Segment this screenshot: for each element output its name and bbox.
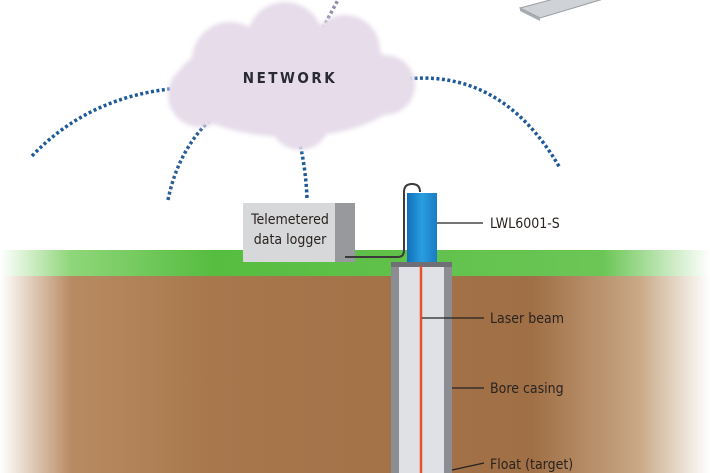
callout-laser-beam: Laser beam — [490, 311, 564, 327]
logger-label-line-2: data logger — [254, 232, 327, 248]
logger-label-line-1: Telemetered — [250, 212, 329, 228]
data-logger: Telemetered data logger — [243, 203, 355, 262]
network-cloud — [168, 2, 415, 150]
signal-arc-mid-left — [166, 116, 214, 201]
callout-lines — [422, 222, 485, 471]
callout-float: Float (target) — [490, 457, 573, 473]
callout-sensor: LWL6001-S — [490, 216, 560, 232]
soil — [0, 274, 710, 473]
signal-arc-top — [316, 0, 340, 39]
callout-bore-casing: Bore casing — [490, 381, 564, 397]
network-label: NETWORK — [243, 69, 337, 87]
lwl-sensor — [407, 193, 437, 262]
sensor-cable — [345, 182, 421, 258]
signal-arc-right — [397, 76, 562, 169]
keyboard-icon — [518, 0, 602, 21]
signal-arc-left — [30, 86, 181, 158]
